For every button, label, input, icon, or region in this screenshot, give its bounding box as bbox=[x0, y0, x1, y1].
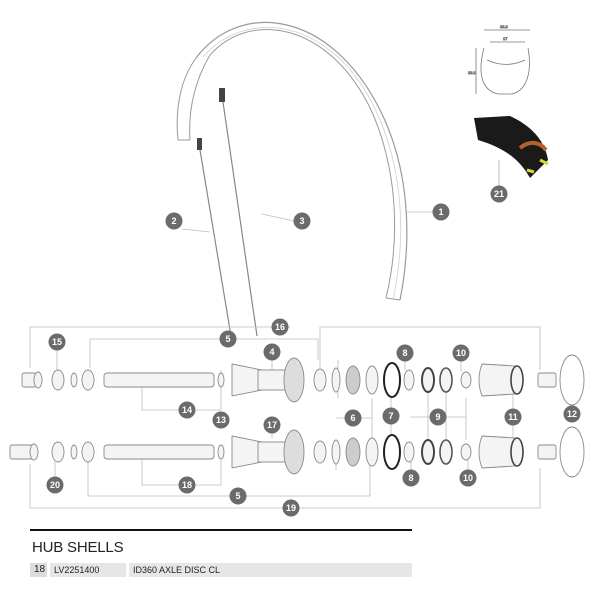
callout-6: 6 bbox=[344, 409, 362, 427]
callout-5: 5 bbox=[219, 330, 237, 348]
callout-label: 3 bbox=[299, 216, 304, 226]
callout-8: 8 bbox=[396, 344, 414, 362]
callout-label: 9 bbox=[435, 412, 440, 422]
spokes bbox=[197, 88, 258, 337]
callout-15: 15 bbox=[48, 333, 66, 351]
callout-11: 11 bbox=[504, 408, 522, 426]
callout-label: 14 bbox=[182, 405, 192, 415]
tubeless-tire bbox=[474, 116, 549, 186]
rim-profile-inset: 23.2 17 23.1 bbox=[468, 24, 530, 95]
callout-label: 5 bbox=[235, 491, 240, 501]
callout-label: 10 bbox=[456, 348, 466, 358]
callout-7: 7 bbox=[382, 407, 400, 425]
callout-10: 10 bbox=[452, 344, 470, 362]
rim-dimension: 23.2 bbox=[500, 24, 509, 29]
callout-label: 21 bbox=[494, 189, 504, 199]
callout-16: 16 bbox=[271, 318, 289, 336]
callout-19: 19 bbox=[282, 499, 300, 517]
callout-label: 12 bbox=[567, 409, 577, 419]
parts-table-row[interactable]: 18 LV2251400 ID360 AXLE DISC CL bbox=[30, 563, 412, 577]
callout-4: 4 bbox=[263, 343, 281, 361]
part-ref: 18 bbox=[30, 563, 47, 577]
rim bbox=[176, 21, 408, 301]
hub-parts bbox=[9, 354, 585, 478]
callout-8: 8 bbox=[402, 469, 420, 487]
callout-label: 20 bbox=[50, 480, 60, 490]
callout-label: 15 bbox=[52, 337, 62, 347]
rear-hub-row bbox=[9, 426, 585, 478]
callout-label: 10 bbox=[463, 473, 473, 483]
callout-label: 1 bbox=[438, 207, 443, 217]
callout-3: 3 bbox=[293, 212, 311, 230]
callout-label: 5 bbox=[225, 334, 230, 344]
callout-18: 18 bbox=[178, 476, 196, 494]
callout-21: 21 bbox=[490, 185, 508, 203]
callout-label: 17 bbox=[267, 420, 277, 430]
callout-13: 13 bbox=[212, 411, 230, 429]
callout-10: 10 bbox=[459, 469, 477, 487]
part-description: ID360 AXLE DISC CL bbox=[129, 563, 412, 577]
rim-dimension: 17 bbox=[503, 36, 508, 41]
section-divider bbox=[30, 529, 412, 531]
callout-2: 2 bbox=[165, 212, 183, 230]
callout-label: 16 bbox=[275, 322, 285, 332]
callout-1: 1 bbox=[432, 203, 450, 221]
rim-dimension: 23.1 bbox=[468, 70, 477, 75]
callout-label: 4 bbox=[269, 347, 274, 357]
callout-label: 6 bbox=[350, 413, 355, 423]
callout-label: 18 bbox=[182, 480, 192, 490]
callout-label: 13 bbox=[216, 415, 226, 425]
callout-14: 14 bbox=[178, 401, 196, 419]
callout-5: 5 bbox=[229, 487, 247, 505]
callout-17: 17 bbox=[263, 416, 281, 434]
callout-label: 19 bbox=[286, 503, 296, 513]
callout-label: 8 bbox=[408, 473, 413, 483]
callout-label: 11 bbox=[508, 412, 518, 422]
callout-9: 9 bbox=[429, 408, 447, 426]
callout-label: 7 bbox=[388, 411, 393, 421]
callout-label: 2 bbox=[171, 216, 176, 226]
callout-12: 12 bbox=[563, 405, 581, 423]
section-title: HUB SHELLS bbox=[32, 539, 124, 556]
part-code: LV2251400 bbox=[50, 563, 126, 577]
callout-label: 8 bbox=[402, 348, 407, 358]
callout-20: 20 bbox=[46, 476, 64, 494]
front-hub-row bbox=[21, 354, 585, 406]
